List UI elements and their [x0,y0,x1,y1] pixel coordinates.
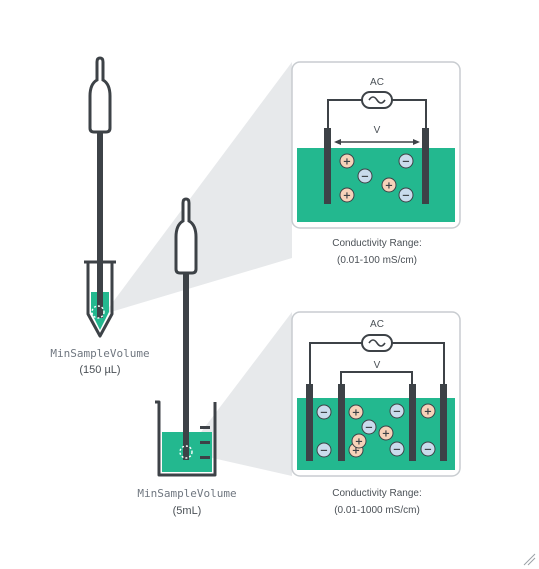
electrode-outer-left [306,384,313,461]
ion-sign: + [355,437,363,448]
ion-sign: − [365,423,373,434]
circuit-wire-outer [309,342,445,388]
ion-sign: + [352,446,360,457]
anion-icon: − [361,419,377,435]
anion-icon: − [398,153,414,169]
beaker-outline [155,400,217,477]
cation-icon: + [420,403,436,419]
electrode-inner-right [409,384,416,461]
probe-large-volume: (5mL) [173,505,202,517]
anion-icon: − [420,441,436,457]
anion-icon: − [357,168,373,184]
probe-small [88,56,112,310]
probe-small-shaft [97,132,103,310]
ion-sign: − [424,445,432,456]
ion-sign: − [320,446,328,457]
electrode-outer-right [440,384,447,461]
voltage-arrow [334,139,420,145]
v-label: V [374,360,381,371]
ion-sign: + [385,181,393,192]
probe-small-handle [88,56,112,134]
electrode-right [422,128,429,204]
probe-large [174,197,198,451]
ac-wave [368,339,386,347]
anion-icon: − [389,403,405,419]
ion-sign: + [343,191,351,202]
ion-sign: + [352,408,360,419]
probe-small-tip [97,290,103,318]
cation-icon: + [351,433,367,449]
cation-icon: + [381,177,397,193]
sensor-marker-large [179,445,193,459]
beaker-mark [200,456,210,459]
sensor-marker-small [91,305,105,319]
ion-sign: + [343,157,351,168]
ac-wave [368,96,386,104]
range-value: (0.01-100 mS/cm) [337,255,417,266]
ion-sign: − [320,408,328,419]
ion-sign: − [393,407,401,418]
beaker [155,400,217,477]
ion-sign: − [361,172,369,183]
ion-sign: − [402,157,410,168]
circuit-wire-inner [340,371,413,388]
ion-sign: + [424,407,432,418]
cation-icon: + [378,425,394,441]
cation-icon: + [339,187,355,203]
v-label: V [374,125,381,136]
anion-icon: − [316,442,332,458]
micro-tube [84,260,116,338]
probe-large-name: MinSampleVolume [137,487,236,500]
range-title: Conductivity Range: [332,238,422,249]
resize-grip-icon[interactable] [523,553,536,566]
beaker-mark [200,426,210,429]
ion-sign: − [402,191,410,202]
anion-icon: − [398,187,414,203]
ac-label: AC [370,319,384,330]
probe-large-handle [174,197,198,275]
range-value: (0.01-1000 mS/cm) [334,505,420,516]
beaker-mark [200,441,210,444]
probe-large-shaft [183,273,189,451]
anion-icon: − [389,441,405,457]
cation-icon: + [348,404,364,420]
ac-label: AC [370,77,384,88]
probe-large-tip [183,430,189,460]
ion-sign: + [382,429,390,440]
anion-icon: − [316,404,332,420]
probe-small-volume: (150 µL) [79,364,120,376]
zoom-cone-bottom [186,312,292,476]
electrode-inner-left [338,384,345,461]
probe-small-name: MinSampleVolume [50,347,149,360]
circuit-wire [327,99,427,130]
range-title: Conductivity Range: [332,488,422,499]
micro-tube-outline [84,260,116,338]
ion-sign: − [393,445,401,456]
panel-four-electrode: AC V −+−+−+−++−− Conductivity Range: (0.… [291,311,461,516]
cation-icon: + [339,153,355,169]
solution [297,148,455,222]
electrode-left [324,128,331,204]
panel-two-electrode: AC V +−+−+− Conductivity Range: (0.01-10… [291,61,461,266]
zoom-cone-top [104,62,292,314]
